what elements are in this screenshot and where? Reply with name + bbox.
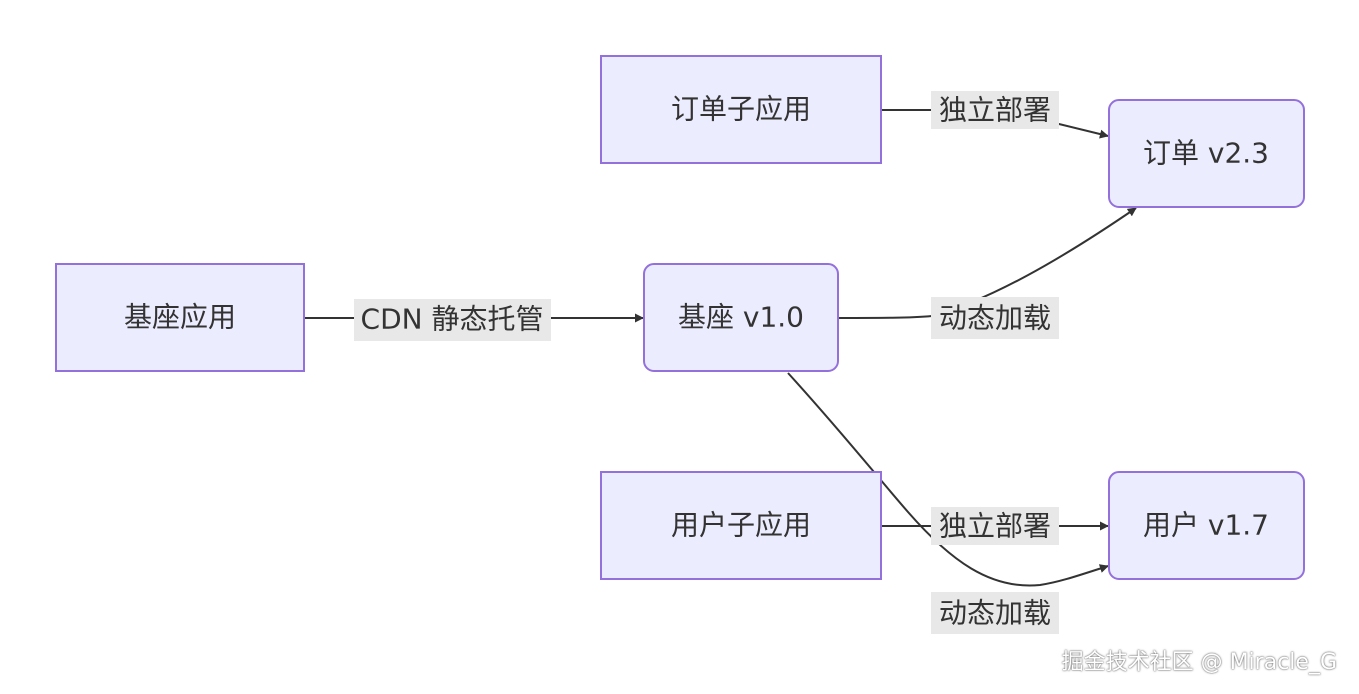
node-user-subapp-label: 用户子应用 xyxy=(671,509,811,542)
edge-label-load-user-text: 动态加载 xyxy=(939,597,1051,630)
edge-label-cdn-hosting-text: CDN 静态托管 xyxy=(361,303,544,336)
edge-label-user-deploy-text: 独立部署 xyxy=(939,510,1051,543)
edge-label-user-deploy: 独立部署 xyxy=(931,507,1059,545)
node-order-subapp[interactable]: 订单子应用 xyxy=(600,55,882,164)
watermark: 掘金技术社区 @ Miracle_G xyxy=(1061,650,1337,675)
node-user-version-label: 用户 v1.7 xyxy=(1143,509,1269,542)
node-base-version-label: 基座 v1.0 xyxy=(678,301,804,334)
node-user-subapp[interactable]: 用户子应用 xyxy=(600,471,882,580)
node-order-version-label: 订单 v2.3 xyxy=(1143,137,1269,170)
edge-label-load-user: 动态加载 xyxy=(931,592,1059,634)
node-order-version[interactable]: 订单 v2.3 xyxy=(1108,99,1305,208)
node-base-app[interactable]: 基座应用 xyxy=(55,263,305,372)
edge-label-order-deploy-text: 独立部署 xyxy=(939,94,1051,127)
edge-label-order-deploy: 独立部署 xyxy=(931,91,1059,129)
edge-label-load-order-text: 动态加载 xyxy=(939,302,1051,335)
edge-label-load-order: 动态加载 xyxy=(931,297,1059,339)
node-user-version[interactable]: 用户 v1.7 xyxy=(1108,471,1305,580)
node-order-subapp-label: 订单子应用 xyxy=(671,93,811,126)
edge-base-version-to-user-version xyxy=(787,372,1109,587)
node-base-version[interactable]: 基座 v1.0 xyxy=(643,263,839,372)
edge-label-cdn-hosting: CDN 静态托管 xyxy=(354,299,551,341)
node-base-app-label: 基座应用 xyxy=(124,301,236,334)
